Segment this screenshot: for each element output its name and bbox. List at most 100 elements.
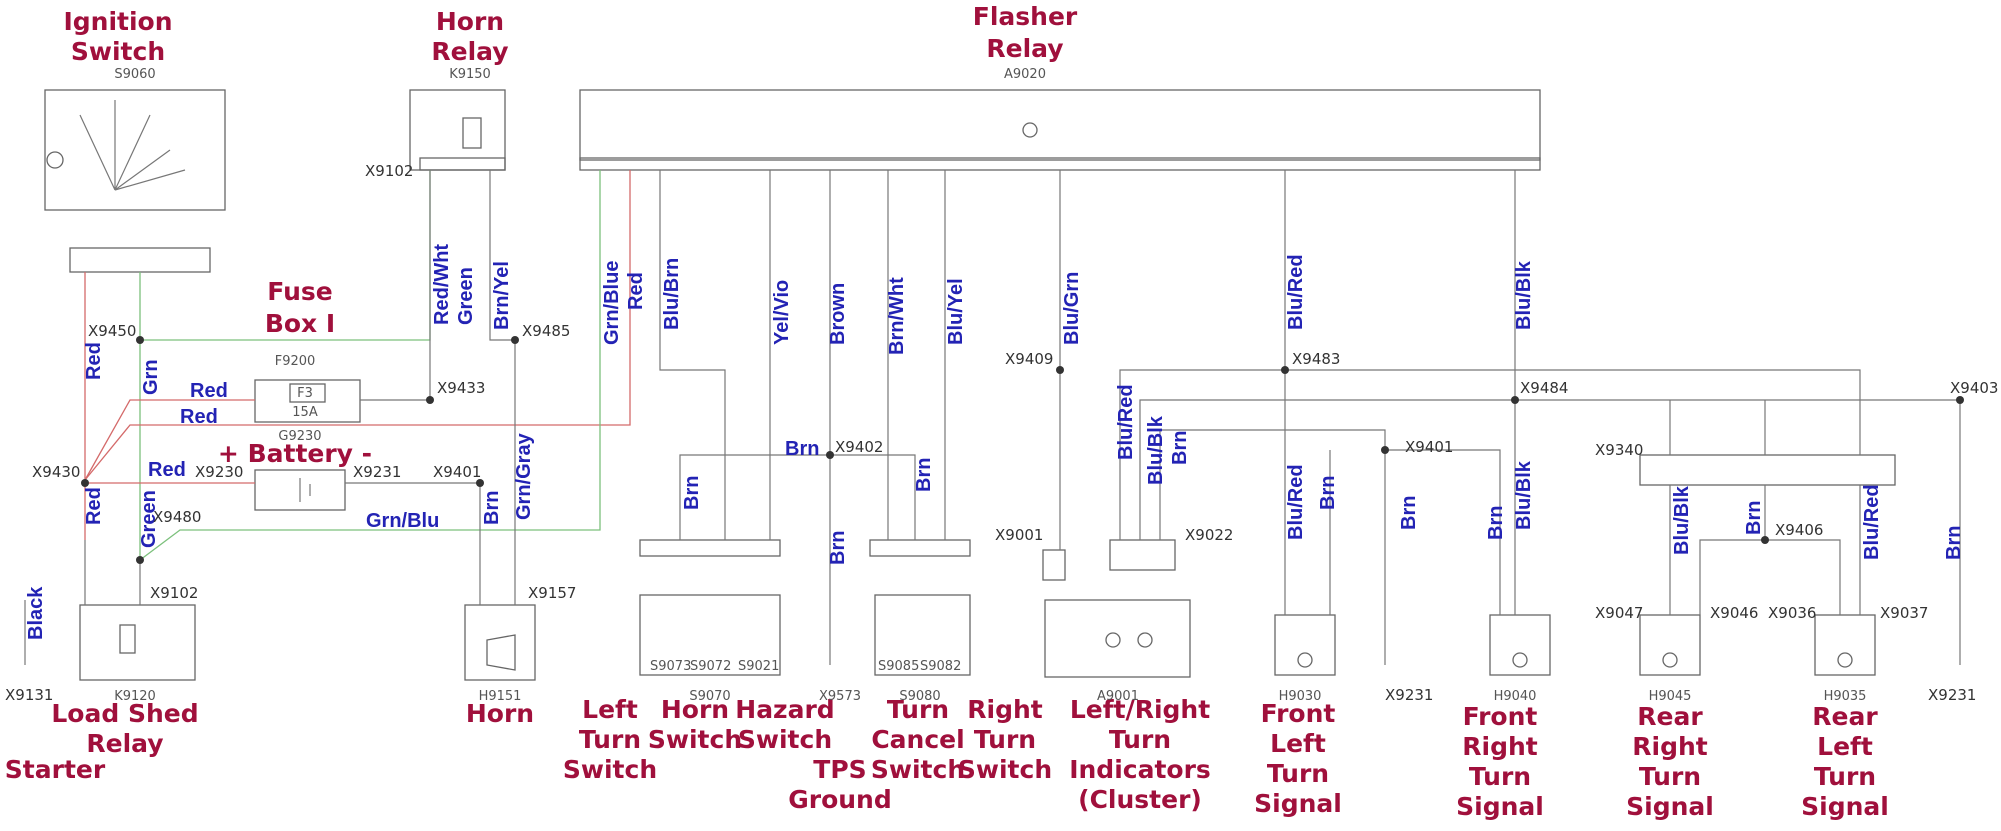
- flasher-relay-code: A9020: [1004, 67, 1046, 82]
- battery-title: + Battery -: [218, 439, 372, 468]
- wire-label-brn-tps: Brn: [827, 531, 849, 565]
- wire-label-black: Black: [25, 586, 47, 640]
- horn-title: Horn: [466, 699, 534, 728]
- wire-label-grn-blue: Grn/Blue: [601, 261, 623, 345]
- connector-x9483: X9483: [1292, 350, 1340, 368]
- wire-label-blu-yel: Blu/Yel: [945, 278, 967, 345]
- wire-label-blu-brn: Blu/Brn: [661, 258, 683, 330]
- tps-ground-code: X9573: [819, 689, 861, 704]
- connector-x9401-battery: X9401: [433, 463, 481, 481]
- wire-label-brn-cancel: Brn: [913, 458, 935, 492]
- horn-code: H9151: [479, 689, 522, 704]
- connector-x9409: X9409: [1005, 350, 1053, 368]
- connector-x9036: X9036: [1768, 604, 1816, 622]
- cluster-symbol: [1042, 539, 1191, 678]
- connector-x9485: X9485: [522, 322, 570, 340]
- connector-x9450: X9450: [88, 322, 136, 340]
- connector-x9430: X9430: [32, 463, 80, 481]
- wire-label-red-vertical: Red: [625, 272, 647, 310]
- wire-label-red-ign: Red: [83, 342, 105, 380]
- wire-label-grn-blu: Grn/Blu: [366, 510, 439, 532]
- wire-label-red-fuse-bottom: Red: [180, 406, 218, 428]
- wire-label-yel-vio: Yel/Vio: [771, 280, 793, 345]
- connector-x9047: X9047: [1595, 604, 1643, 622]
- code-s9021: S9021: [738, 659, 779, 674]
- wire-label-blu-blk-front: Blu/Blk: [1513, 460, 1535, 530]
- wire-label-blu-red-front: Blu/Red: [1285, 464, 1307, 540]
- connector-x9046: X9046: [1710, 604, 1758, 622]
- wire-label-blu-blk-rear: Blu/Blk: [1671, 485, 1693, 555]
- connector-x9406: X9406: [1775, 521, 1823, 539]
- connector-x9402: X9402: [835, 438, 883, 456]
- wire-label-brn-wht: Brn/Wht: [886, 277, 908, 355]
- connector-x9131: X9131: [5, 686, 53, 704]
- wire-label-brn-hornsw: Brn: [681, 476, 703, 510]
- code-s9082: S9082: [920, 659, 961, 674]
- connector-x9433: X9433: [437, 379, 485, 397]
- turn-cancel-switch-symbol: [869, 539, 971, 676]
- wire-label-grn-gray: Grn/Gray: [513, 432, 535, 520]
- connector-x9484: X9484: [1520, 379, 1568, 397]
- fuse-f3-label: F3: [297, 386, 313, 401]
- wire-label-red-fuse-top: Red: [190, 380, 228, 402]
- wire-label-grn-ign: Grn: [140, 359, 162, 395]
- wire-label-brn-right: Brn: [1943, 526, 1965, 560]
- x9340-connector-symbol: [1639, 454, 1896, 486]
- connector-x9022: X9022: [1185, 526, 1233, 544]
- wire-label-brn-rear: Brn: [1743, 501, 1765, 535]
- turn-cancel-switch-code: S9080: [899, 689, 940, 704]
- load-shed-relay-code: K9120: [114, 689, 156, 704]
- connector-x9037: X9037: [1880, 604, 1928, 622]
- connector-x9401-right: X9401: [1405, 438, 1453, 456]
- connector-x9102-bottom: X9102: [150, 584, 198, 602]
- wire-label-brn-front-right: Brn: [1485, 506, 1507, 540]
- wire-label-blu-grn: Blu/Grn: [1061, 272, 1083, 345]
- rear-right-lamp-symbol: [1639, 614, 1701, 676]
- wire-label-brn-front-left: Brn: [1317, 476, 1339, 510]
- wire-label-brn-yel: Brn/Yel: [491, 261, 513, 330]
- wire-label-red-wht: Red/Wht: [431, 244, 453, 325]
- connector-x9157: X9157: [528, 584, 576, 602]
- connector-x9230: X9230: [195, 463, 243, 481]
- rear-left-turn-signal-code: H9035: [1824, 689, 1867, 704]
- front-right-lamp-symbol: [1489, 614, 1551, 676]
- connector-x9231-mid: X9231: [1385, 686, 1433, 704]
- fuse-amp-label: 15A: [292, 405, 318, 420]
- connector-x9102-top: X9102: [365, 162, 413, 180]
- wire-label-red-battery: Red: [148, 459, 186, 481]
- connector-x9480: X9480: [153, 508, 201, 526]
- wire-label-brn-x9402: Brn: [785, 438, 819, 460]
- starter-title: Starter: [5, 755, 106, 784]
- wire-label-red-load: Red: [83, 487, 105, 525]
- wire-label-blu-blk-cluster: Blu/Blk: [1145, 415, 1167, 485]
- wire-label-brown: Brown: [827, 283, 849, 345]
- junction-dots: [81, 336, 1964, 564]
- wire-label-blu-red-rear: Blu/Red: [1861, 484, 1883, 560]
- horn-switch-symbol: [639, 539, 781, 676]
- g9230-label: G9230: [278, 429, 321, 444]
- battery-symbol: [254, 469, 346, 511]
- wire-label-green: Green: [455, 267, 477, 325]
- wire-label-green-load: Green: [138, 490, 160, 548]
- ignition-switch-code: S9060: [114, 67, 155, 82]
- connector-x9001: X9001: [995, 526, 1043, 544]
- wire-label-blu-red-cluster: Blu/Red: [1115, 384, 1137, 460]
- connector-x9231-battery: X9231: [353, 463, 401, 481]
- front-left-lamp-symbol: [1274, 614, 1336, 676]
- wire-label-brn-battery: Brn: [481, 491, 503, 525]
- front-right-turn-signal-code: H9040: [1494, 689, 1537, 704]
- horn-relay-symbol: [409, 89, 506, 171]
- fuse-box-symbol: [254, 379, 361, 423]
